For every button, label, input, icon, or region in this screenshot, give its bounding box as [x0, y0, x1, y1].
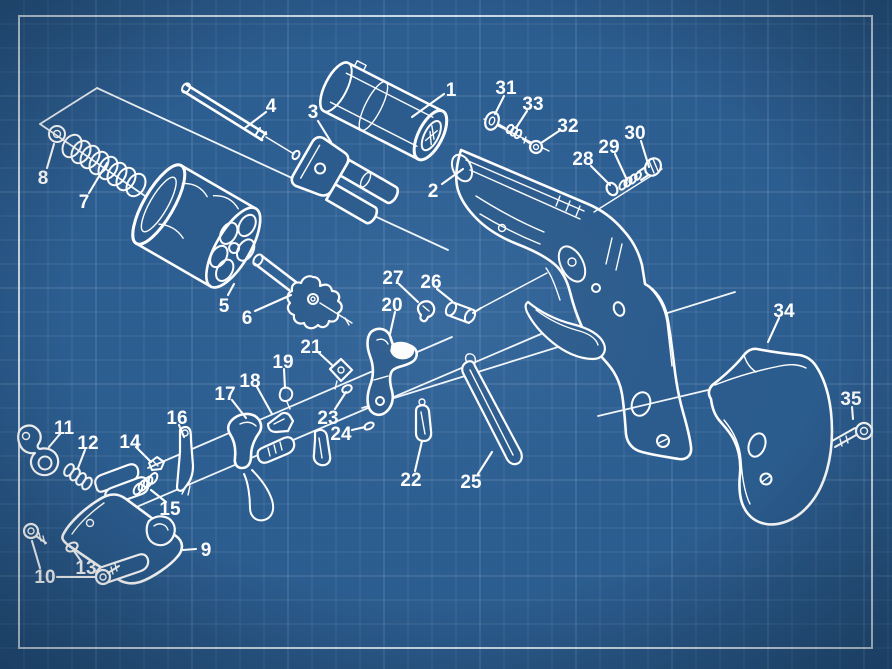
part-label-3: 3 — [308, 102, 319, 123]
part-label-9: 9 — [201, 540, 212, 561]
part-label-32: 32 — [557, 116, 578, 137]
part-label-31: 31 — [495, 78, 517, 99]
part-label-12: 12 — [77, 433, 98, 454]
part-label-14: 14 — [119, 432, 141, 453]
cylinder-stop-drawing — [312, 428, 332, 467]
part-label-35: 35 — [840, 389, 862, 410]
part-label-20: 20 — [381, 295, 402, 316]
part-label-24: 24 — [330, 424, 352, 445]
part-label-17: 17 — [214, 384, 235, 405]
part-label-10: 10 — [34, 567, 55, 588]
part-label-34: 34 — [773, 301, 795, 322]
part-label-2: 2 — [428, 181, 439, 202]
part-label-7: 7 — [79, 192, 90, 213]
part-label-13: 13 — [75, 558, 96, 579]
part-label-26: 26 — [420, 272, 441, 293]
part-label-1: 1 — [446, 80, 457, 101]
part-label-5: 5 — [219, 296, 230, 317]
part-label-4: 4 — [266, 96, 277, 117]
part-label-19: 19 — [272, 352, 293, 373]
part-label-22: 22 — [400, 470, 421, 491]
part-label-28: 28 — [572, 149, 593, 170]
part-label-25: 25 — [460, 472, 482, 493]
part-label-16: 16 — [166, 408, 187, 429]
part-label-29: 29 — [598, 137, 619, 158]
part-label-8: 8 — [38, 168, 49, 189]
part-label-30: 30 — [624, 123, 645, 144]
part-label-15: 15 — [159, 499, 181, 520]
part-label-21: 21 — [300, 337, 322, 358]
part-label-18: 18 — [239, 371, 260, 392]
part-label-27: 27 — [382, 268, 403, 289]
part-leader-9 — [181, 547, 198, 552]
part-label-6: 6 — [242, 308, 253, 329]
part-label-11: 11 — [54, 418, 75, 439]
part-label-33: 33 — [522, 94, 543, 115]
